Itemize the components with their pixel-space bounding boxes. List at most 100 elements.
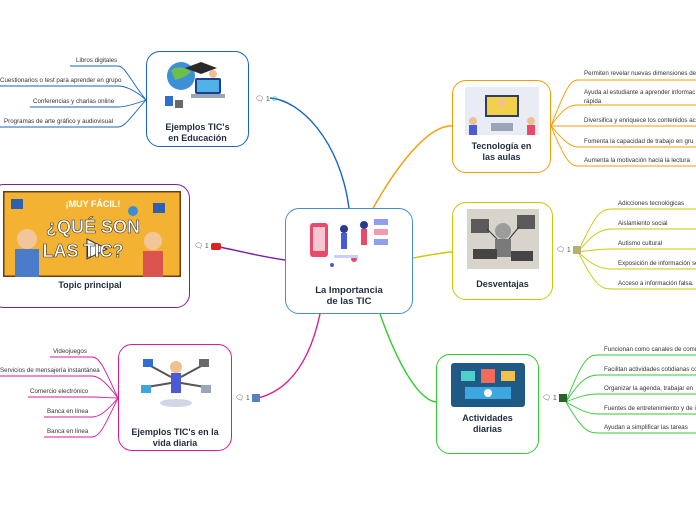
daily-activities-illustration [451, 363, 525, 407]
leaf-connector [0, 99, 147, 128]
comment-count: 1 [265, 96, 270, 103]
leaf-adicciones[interactable]: Adicciones tecnológicas [618, 200, 685, 207]
branch-connector [371, 125, 453, 211]
branch-connector [269, 97, 350, 209]
leaf-ayuda-estudiante[interactable]: Ayuda al estudiante a aprender informac … [584, 88, 696, 106]
branch-tecnologia-aulas[interactable]: Tecnología en las aulas [452, 80, 551, 173]
education-illustration [165, 62, 225, 108]
image-icon [558, 394, 567, 403]
leaf-acceso-falsa[interactable]: Acceso a información falsa. [618, 280, 694, 287]
leaf-aislamiento[interactable]: Aislamiento social [618, 220, 668, 227]
badge-topic-principal[interactable]: 🗨 1 [194, 242, 221, 250]
disadvantages-illustration [467, 209, 539, 269]
leaf-conferencias[interactable]: Conferencias y charlas online [33, 98, 115, 105]
branch-actividades-diarias[interactable]: Actividades diarias [436, 354, 539, 454]
comment-icon: 🗨 [255, 96, 264, 103]
connector-lines [0, 65, 696, 438]
leaf-connector [577, 228, 696, 253]
branch-title: Tecnología en las aulas [471, 141, 532, 162]
leaf-banca-2[interactable]: Banca en línea [47, 428, 89, 435]
leaf-videojuegos[interactable]: Videojuegos [53, 348, 87, 355]
leaf-connector [0, 375, 119, 399]
branch-desventajas[interactable]: Desventajas [452, 202, 553, 300]
leaf-banca-1[interactable]: Banca en línea [47, 408, 89, 415]
leaf-diversifica[interactable]: Diversifica y enriquece los contenidos a… [584, 117, 696, 124]
leaf-connector [28, 396, 119, 399]
branch-connector [257, 313, 321, 399]
leaf-connector [565, 354, 696, 403]
daily-life-illustration [141, 359, 211, 407]
central-illustration [310, 219, 388, 267]
leaf-simplificar[interactable]: Ayudan a simplificar las tareas [604, 424, 688, 431]
leaf-connector [30, 99, 147, 108]
leaf-mensajeria[interactable]: Servicios de mensajería instantánea [0, 367, 100, 374]
leaf-connector [50, 356, 119, 399]
thumbnail-text-1: ¡MUY FÁCIL! [66, 199, 121, 209]
branch-connector [412, 251, 453, 259]
leaf-connector [565, 401, 696, 434]
leaf-fomenta[interactable]: Fomenta la capacidad de trabajo en gru [584, 138, 694, 145]
branch-title: Ejemplos TIC's en Educación [165, 122, 230, 143]
image-icon [251, 394, 260, 403]
leaf-connector [550, 104, 696, 127]
branch-title: Ejemplos TIC's en la vida diaria [131, 427, 219, 448]
branch-connector [379, 313, 437, 403]
leaf-connector [550, 79, 696, 127]
comment-icon: 🗨 [194, 243, 203, 250]
leaf-programas-arte[interactable]: Programas de arte gráfico y audiovisual [4, 118, 114, 125]
branch-title: Topic principal [58, 280, 122, 290]
badge-ejemplos-vida[interactable]: 🗨 1 [235, 394, 260, 403]
thumbnail-text-3: LAS TIC? [43, 241, 124, 261]
leaf-connector [577, 251, 696, 270]
leaf-connector [44, 397, 119, 418]
leaf-connector [577, 251, 696, 290]
leaf-connector [565, 393, 696, 403]
leaf-ayuda-estudiante-text: Ayuda al estudiante a aprender informac … [584, 89, 696, 105]
leaf-connector [550, 125, 696, 148]
leaf-motivacion[interactable]: Aumenta la motivación hacia la lectura [584, 157, 690, 164]
leaf-connector [550, 125, 696, 167]
branch-connector [211, 245, 286, 261]
branch-topic-principal[interactable]: ¡MUY FÁCIL! ¿QUÉ SON LAS TIC? Topic prin… [0, 184, 190, 308]
leaf-canales[interactable]: Funcionan como canales de comu [604, 346, 696, 353]
branch-ejemplos-vida[interactable]: Ejemplos TIC's en la vida diaria [118, 344, 232, 451]
central-node[interactable]: La Importancia de las TIC [285, 208, 413, 314]
comment-count: 1 [566, 247, 571, 254]
comment-count: 1 [204, 243, 209, 250]
classroom-illustration [465, 87, 539, 135]
image-icon [572, 246, 581, 255]
leaf-connector [0, 85, 147, 101]
leaf-organizar[interactable]: Organizar la agenda, trabajar en [604, 385, 694, 392]
branch-title: Actividades diarias [462, 413, 513, 434]
badge-desventajas[interactable]: 🗨 1 [556, 246, 581, 255]
leaf-facilitan[interactable]: Facilitan actividades cotidianas co [604, 366, 696, 373]
branch-ejemplos-educacion[interactable]: Ejemplos TIC's en Educación [146, 51, 249, 147]
comment-count: 1 [552, 395, 557, 402]
leaf-cuestionarios[interactable]: Cuestionarios o test para aprender en gr… [0, 77, 122, 84]
leaf-connector [565, 374, 696, 403]
badge-actividades-diarias[interactable]: 🗨 1 [542, 394, 567, 403]
badge-ejemplos-educacion[interactable]: 🗨 1 ⊙ [255, 95, 278, 103]
youtube-icon [210, 242, 221, 250]
leaf-connector [577, 248, 696, 253]
comment-count: 1 [245, 395, 250, 402]
leaf-exposicion[interactable]: Exposición de información se [618, 260, 696, 267]
leaf-connector [565, 401, 696, 415]
leaf-revelar[interactable]: Permiten revelar nuevas dimensiones de [584, 70, 696, 77]
leaf-connector [577, 208, 696, 253]
comment-icon: 🗨 [556, 247, 565, 254]
central-title: La Importancia de las TIC [315, 285, 383, 307]
leaf-libros-digitales[interactable]: Libros digitales [76, 57, 118, 64]
link-icon: ⊙ [271, 96, 278, 103]
leaf-connector [70, 65, 147, 101]
leaf-entretenimiento[interactable]: Fuentes de entretenimiento y de i [604, 405, 696, 412]
leaf-comercio[interactable]: Comercio electrónico [30, 388, 89, 395]
comment-icon: 🗨 [542, 395, 551, 402]
leaf-connector [44, 397, 119, 438]
topic-video-thumbnail: ¡MUY FÁCIL! ¿QUÉ SON LAS TIC? [3, 191, 181, 277]
comment-icon: 🗨 [235, 395, 244, 402]
branch-title: Desventajas [476, 279, 529, 289]
leaf-autismo[interactable]: Autismo cultural [618, 240, 663, 247]
thumbnail-text-2: ¿QUÉ SON [46, 216, 140, 237]
